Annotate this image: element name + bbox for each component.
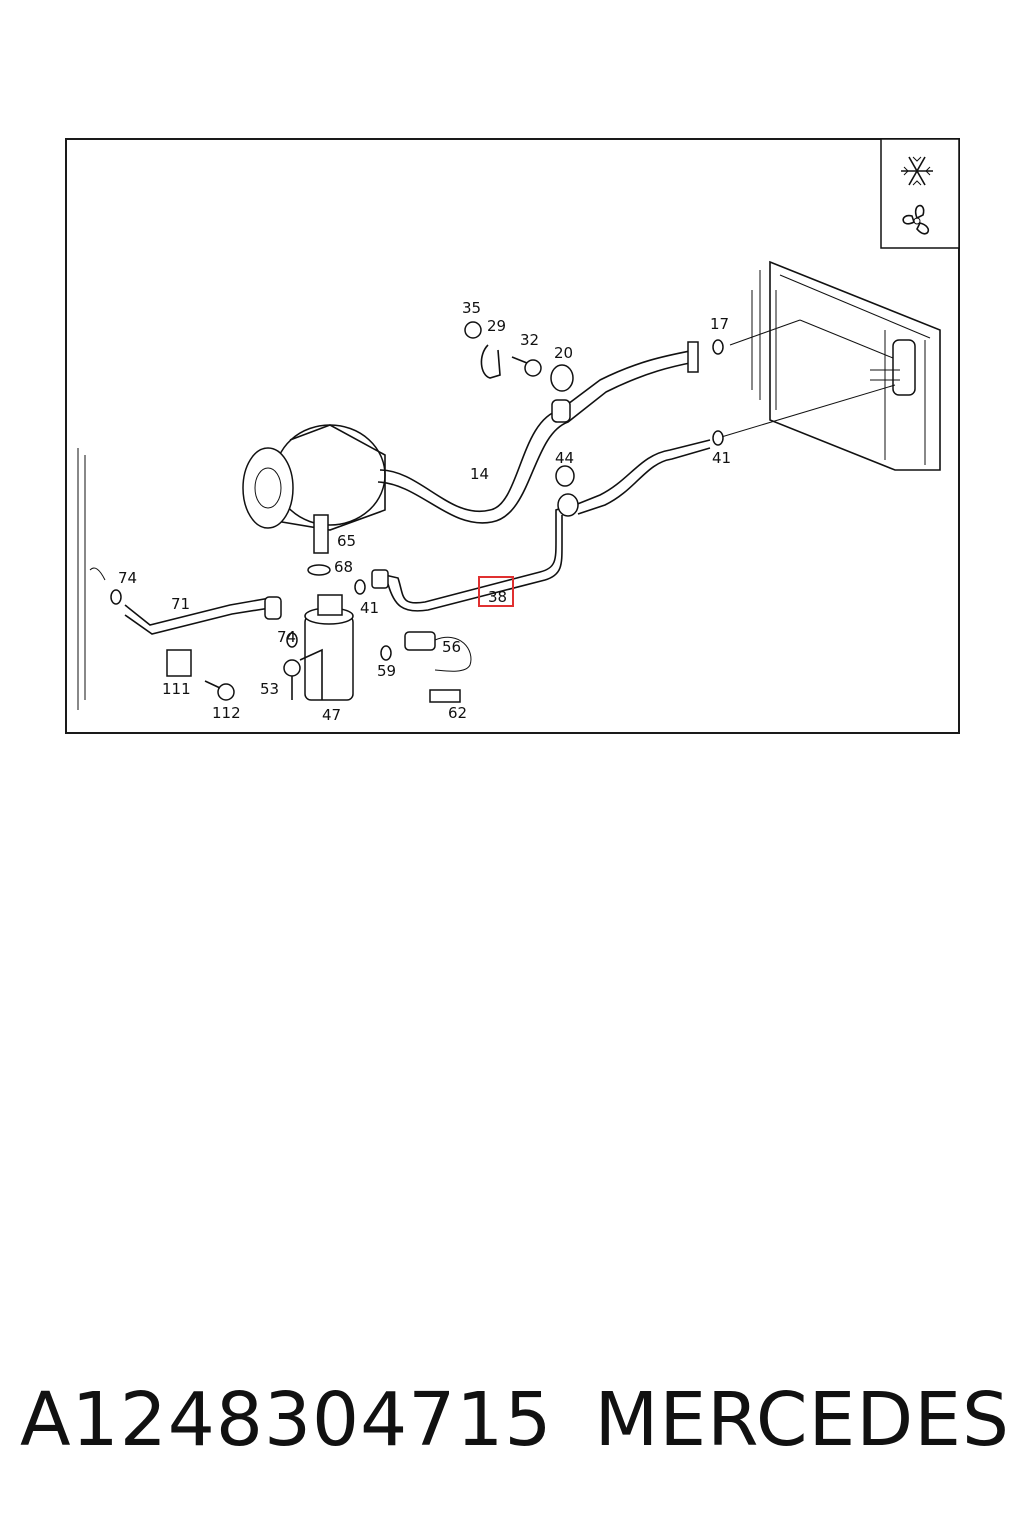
label-35: 35 [462, 299, 481, 317]
label-41-lower: 41 [360, 599, 379, 617]
label-44: 44 [555, 449, 574, 467]
small-parts [110, 321, 724, 701]
label-74-lower: 74 [277, 628, 296, 646]
label-111: 111 [162, 680, 191, 698]
label-32: 32 [520, 331, 539, 349]
label-65: 65 [337, 532, 356, 550]
evaporator-unit [751, 260, 941, 471]
left-structure [77, 448, 106, 710]
pipe-38 [371, 465, 579, 612]
compressor [242, 424, 386, 531]
diagram-frame [65, 138, 960, 734]
brand-name: MERCEDES [594, 1377, 1010, 1463]
label-38: 38 [488, 588, 507, 606]
highlight-38 [478, 576, 514, 607]
hose-14 [377, 341, 699, 524]
label-53: 53 [260, 680, 279, 698]
label-59: 59 [377, 662, 396, 680]
icon-box [880, 138, 960, 249]
label-17: 17 [710, 315, 729, 333]
label-14: 14 [470, 465, 489, 483]
label-68: 68 [334, 558, 353, 576]
caption-bar: A1248304715 MERCEDES [20, 1370, 1010, 1470]
label-41-upper: 41 [712, 449, 731, 467]
part-number: A1248304715 [20, 1377, 553, 1463]
label-112: 112 [212, 704, 241, 722]
receiver-drier [299, 594, 354, 701]
label-56: 56 [442, 638, 461, 656]
pressure-switch [404, 631, 472, 703]
label-47: 47 [322, 706, 341, 724]
label-62: 62 [448, 704, 467, 722]
pipe-41-upper [574, 319, 896, 515]
label-29: 29 [487, 317, 506, 335]
label-20: 20 [554, 344, 573, 362]
snowflake-icon [901, 156, 933, 186]
ac-parts-diagram: 35 29 32 20 17 14 44 41 65 68 74 71 41 3… [77, 138, 960, 724]
label-71: 71 [171, 595, 190, 613]
fan-icon [902, 204, 930, 235]
label-74-left: 74 [118, 569, 137, 587]
pipe-71 [124, 596, 282, 635]
